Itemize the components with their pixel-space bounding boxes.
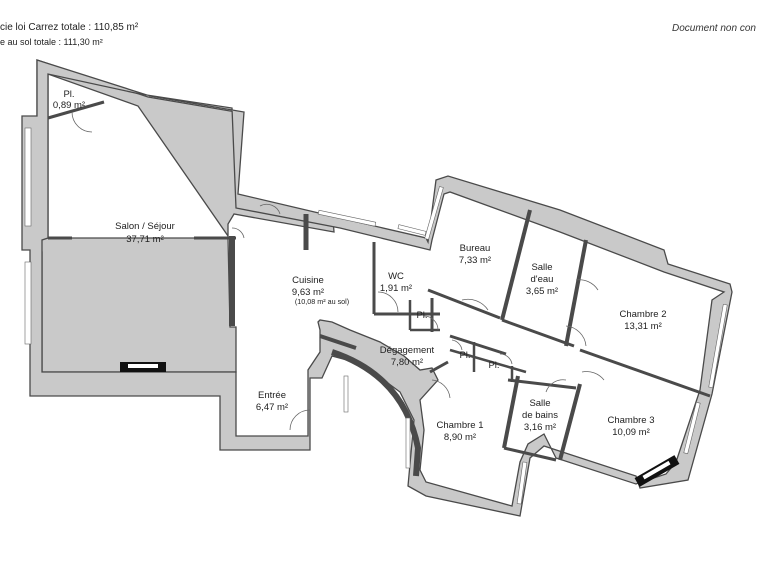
room-placard-salon: Pl. 0,89 m² bbox=[53, 89, 85, 111]
door-entree bbox=[289, 409, 311, 431]
disclaimer-label: Document non con bbox=[672, 23, 756, 34]
room-name: Pl. bbox=[63, 89, 74, 100]
wall-deg-placards bbox=[449, 348, 527, 374]
room-name: Dégagement bbox=[380, 345, 435, 356]
room-area: 13,31 m² bbox=[624, 321, 662, 332]
room-name: Entrée bbox=[258, 390, 286, 401]
room-chambre1: Chambre 1 8,90 m² bbox=[437, 420, 484, 443]
room-name: Pl. bbox=[416, 310, 427, 321]
door-chambre2 bbox=[565, 325, 587, 347]
room-salle-eau: Salle d'eau 3,65 m² bbox=[526, 262, 558, 297]
room-entree: Entrée 6,47 m² bbox=[256, 390, 288, 413]
room-name: Pl. bbox=[459, 350, 470, 361]
door-salon-cuisine bbox=[231, 227, 245, 239]
room-name-line1: Salle bbox=[531, 262, 552, 273]
room-area: 8,90 m² bbox=[444, 432, 476, 443]
windows bbox=[24, 127, 728, 505]
room-area: 10,09 m² bbox=[612, 427, 650, 438]
wall-bureau-bottom bbox=[427, 288, 501, 320]
wall-salle-eau-right bbox=[564, 239, 588, 347]
floor-area-total-label: e au sol totale : 111,30 m² bbox=[0, 37, 103, 47]
wall-chambre2-bottom bbox=[579, 348, 711, 398]
doors bbox=[71, 111, 605, 431]
room-placard-deg1: Pl. bbox=[459, 350, 470, 361]
door-placard-wc bbox=[423, 315, 439, 331]
fireplace-opening bbox=[128, 364, 158, 368]
room-placard-wc: Pl. bbox=[416, 310, 427, 321]
room-name: Chambre 2 bbox=[620, 309, 667, 320]
room-area: 3,16 m² bbox=[524, 422, 556, 433]
window-entree bbox=[343, 375, 349, 413]
wall-sdb-left bbox=[502, 375, 520, 449]
wall-placard-salon bbox=[47, 100, 105, 120]
window-chambre3 bbox=[683, 401, 701, 455]
room-wc: WC 1,91 m² bbox=[380, 271, 412, 294]
door-placard-salon bbox=[71, 111, 93, 133]
room-name: WC bbox=[388, 271, 404, 282]
door-placard-deg2 bbox=[499, 353, 513, 365]
door-salle-eau bbox=[575, 279, 599, 291]
wall-entree-top bbox=[319, 334, 357, 350]
room-area: 37,71 m² bbox=[126, 234, 164, 245]
room-degagement: Dégagement 7,80 m² bbox=[380, 345, 435, 368]
window-salon-left-1 bbox=[24, 127, 32, 227]
room-area: 6,47 m² bbox=[256, 402, 288, 413]
wall-deg-top bbox=[449, 334, 507, 356]
door-chambre3 bbox=[581, 371, 605, 381]
room-note: (10,08 m² au sol) bbox=[295, 297, 349, 306]
door-wc bbox=[377, 291, 399, 313]
room-placard-deg2: Pl. bbox=[488, 360, 499, 371]
room-area: 7,80 m² bbox=[391, 357, 423, 368]
room-chambre2: Chambre 2 13,31 m² bbox=[620, 309, 667, 332]
room-chambre3: Chambre 3 10,09 m² bbox=[608, 415, 655, 438]
window-bureau bbox=[424, 186, 444, 240]
room-name: Bureau bbox=[460, 243, 491, 254]
door-chambre1 bbox=[431, 379, 451, 399]
window-cuisine bbox=[317, 209, 377, 227]
wall-chambre1-curve bbox=[331, 349, 422, 477]
window-chambre1 bbox=[405, 417, 411, 469]
room-name: Pl. bbox=[488, 360, 499, 371]
room-name-line2: d'eau bbox=[531, 274, 554, 285]
wall-salle-eau-bottom bbox=[501, 318, 575, 348]
wall-sdb-right bbox=[558, 383, 582, 461]
room-bureau: Bureau 7,33 m² bbox=[459, 243, 491, 266]
wall-bureau-right bbox=[500, 209, 532, 321]
wall-chambre1-top-left bbox=[429, 360, 449, 374]
window-sdb bbox=[516, 461, 528, 505]
interior-walls bbox=[47, 100, 711, 477]
window-wc bbox=[397, 224, 427, 236]
window-chambre2 bbox=[708, 303, 728, 389]
window-salon-left-2 bbox=[24, 261, 32, 345]
room-area: 9,63 m² bbox=[292, 287, 324, 298]
room-name: Cuisine bbox=[292, 275, 324, 286]
radiator-chambre3-opening bbox=[642, 460, 671, 480]
room-name-line1: Salle bbox=[529, 398, 550, 409]
room-salon: Salon / Séjour 37,71 m² bbox=[115, 221, 175, 245]
room-area: 3,65 m² bbox=[526, 286, 558, 297]
door-cuisine-top bbox=[259, 203, 281, 215]
room-name: Salon / Séjour bbox=[115, 221, 175, 232]
room-name-line2: de bains bbox=[522, 410, 558, 421]
room-area: 0,89 m² bbox=[53, 100, 85, 111]
room-name: Chambre 3 bbox=[608, 415, 655, 426]
wall-sdb-bottom bbox=[503, 446, 557, 462]
exterior-walls bbox=[21, 59, 733, 517]
door-sdb bbox=[545, 379, 567, 393]
room-salle-bains: Salle de bains 3,16 m² bbox=[522, 398, 558, 433]
room-name: Chambre 1 bbox=[437, 420, 484, 431]
door-bureau bbox=[461, 298, 489, 311]
room-cuisine: Cuisine 9,63 m² (10,08 m² au sol) bbox=[292, 275, 349, 306]
door-placard-deg1 bbox=[451, 339, 463, 351]
wall-chambre1-top-right bbox=[507, 378, 577, 390]
room-area: 7,33 m² bbox=[459, 255, 491, 266]
room-area: 1,91 m² bbox=[380, 283, 412, 294]
carrez-total-label: cie loi Carrez totale : 110,85 m² bbox=[0, 22, 139, 33]
